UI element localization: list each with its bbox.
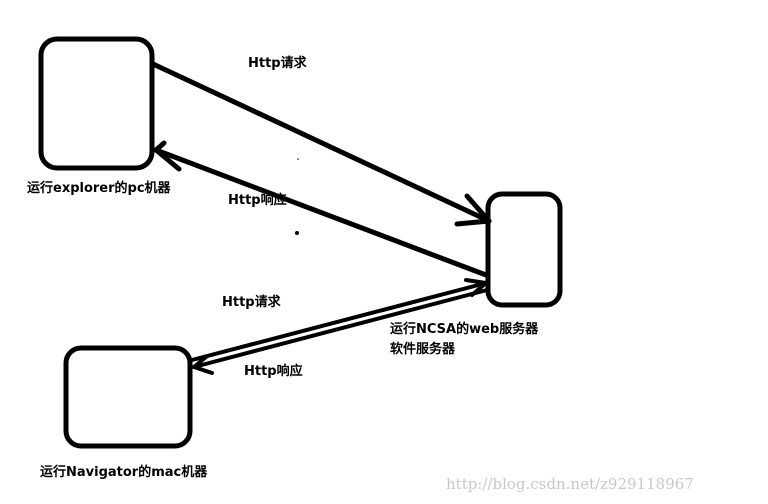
- stray-dot: [295, 231, 299, 235]
- stray-dot: [297, 158, 299, 160]
- mac-request-label: Http请求: [222, 295, 281, 310]
- pc-request-arrow: [150, 61, 492, 227]
- pc-node: [38, 36, 155, 171]
- mac-response-arrow: [192, 288, 489, 375]
- pc-request-label: Http请求: [248, 56, 307, 71]
- pc-node-label: 运行explorer的pc机器: [27, 181, 171, 196]
- pc-response-label: Http响应: [228, 193, 287, 208]
- watermark: http://blog.csdn.net/z929118967: [446, 475, 694, 493]
- mac-response-label: Http响应: [244, 364, 303, 379]
- server-node-label-line2: 软件服务器: [390, 342, 456, 357]
- server-node: [485, 191, 563, 308]
- mac-node: [63, 345, 193, 449]
- mac-node-label: 运行Navigator的mac机器: [40, 465, 208, 480]
- server-node-label-line1: 运行NCSA的web服务器: [390, 322, 539, 337]
- pc-response-arrow: [153, 140, 489, 278]
